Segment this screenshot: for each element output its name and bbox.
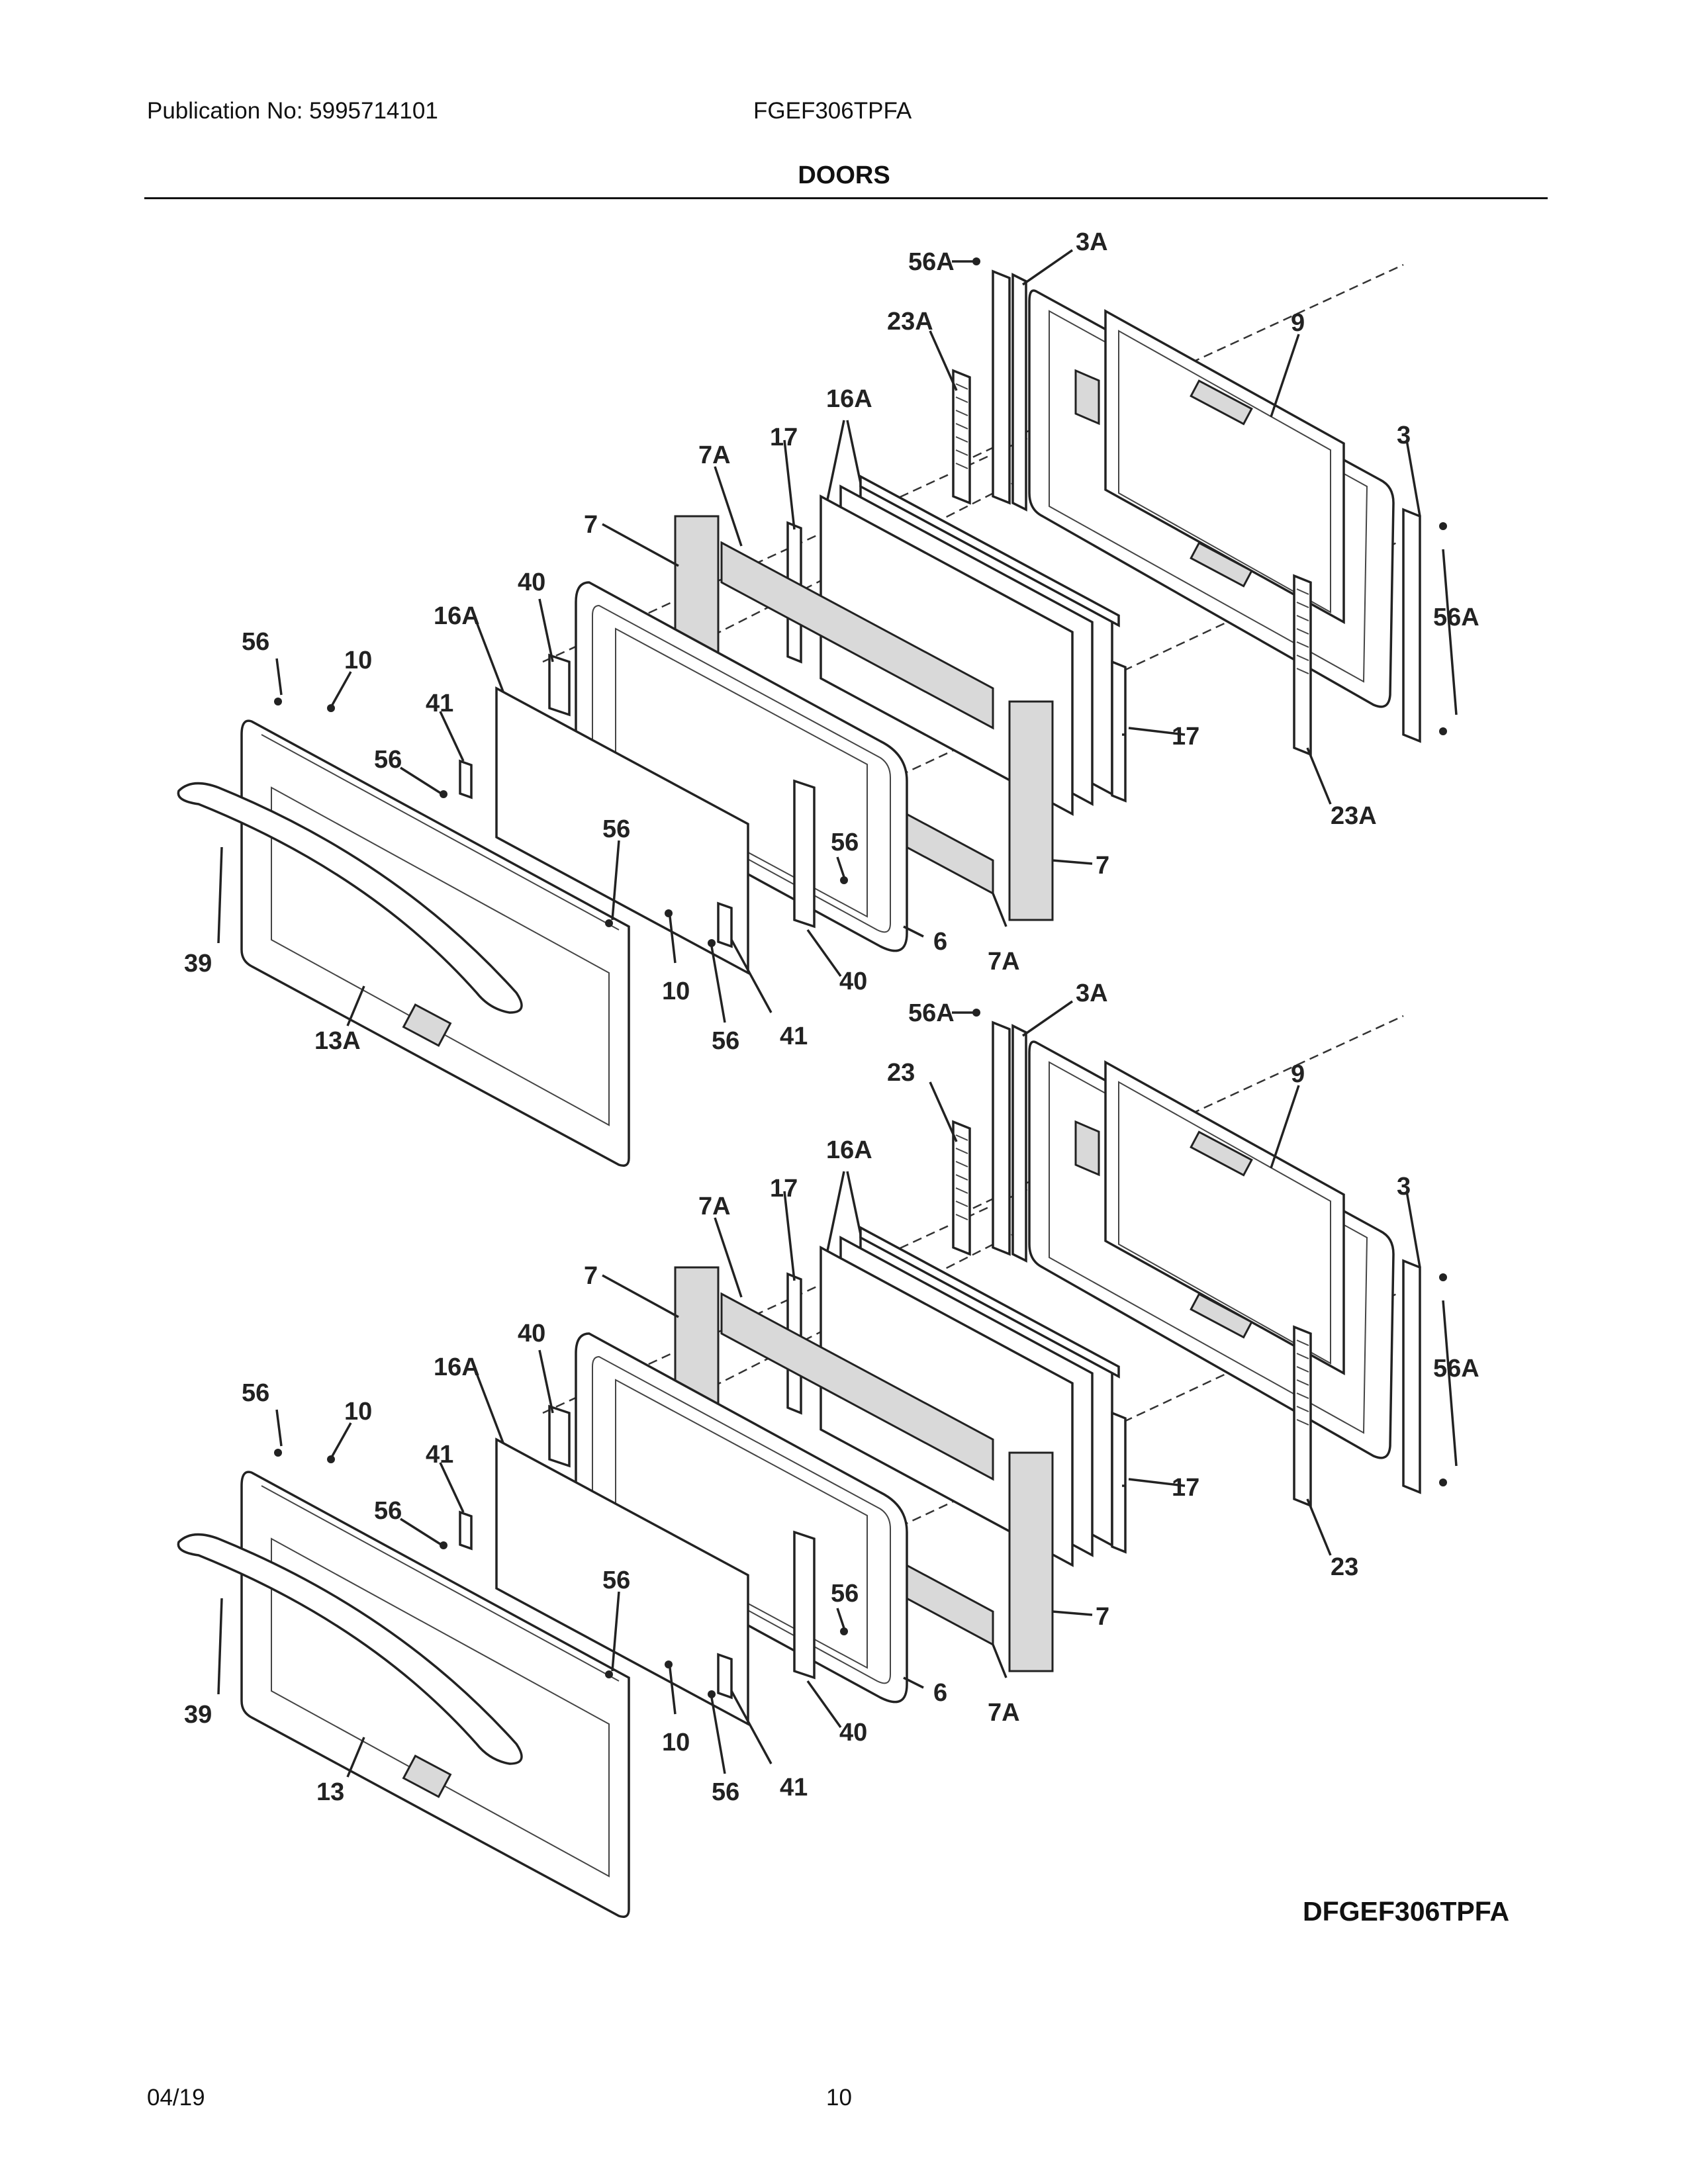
callout: 56A [908,999,955,1027]
callout: 23A [887,308,933,336]
callout: 17 [770,1175,798,1203]
callout: 7 [584,1262,598,1290]
callout: 56 [831,829,859,856]
callout: 23A [1331,802,1377,830]
callout: 3 [1397,422,1411,449]
callout: 56 [712,1778,739,1806]
callout: 7A [988,1699,1020,1727]
callout: 13 [316,1778,344,1806]
callout: 17 [1172,1474,1199,1502]
callout: 56 [242,1379,269,1407]
footer-date: 04/19 [147,2085,205,2111]
callout: 41 [780,1023,808,1050]
callout: 40 [839,968,867,995]
callout: 56A [1433,604,1479,631]
callout: 56 [831,1580,859,1608]
callout: 16A [434,1353,480,1381]
callout: 40 [839,1719,867,1747]
callout: 41 [426,690,453,717]
callout: 9 [1291,309,1305,337]
callout: 23 [887,1059,915,1087]
callout: 7 [1096,1603,1109,1631]
callout: 7 [1096,852,1109,880]
callout: 10 [662,978,690,1005]
callout: 7A [988,948,1020,976]
lower-callout-labels: 56A 3A 23 9 16A 7A 17 3 7 56A 40 16A 56 … [184,979,1479,1806]
callout: 10 [344,647,372,674]
callout: 6 [933,1679,947,1707]
callout: 16A [826,1136,872,1164]
callout: 56 [374,1497,402,1525]
callout: 6 [933,928,947,956]
callout: 56 [602,815,630,843]
callout: 7A [698,1193,731,1220]
callout: 16A [826,385,872,413]
callout: 16A [434,602,480,630]
callout: 3A [1076,228,1108,256]
callout: 41 [426,1441,453,1469]
callout: 56 [602,1567,630,1594]
callout: 7 [584,511,598,539]
callout: 56 [374,746,402,774]
callout: 40 [518,569,545,596]
callout: 39 [184,1701,212,1729]
page-number: 10 [826,2085,852,2111]
callout: 10 [344,1398,372,1426]
model-number: FGEF306TPFA [753,98,912,124]
callout: 56 [242,628,269,656]
callout: 41 [780,1774,808,1801]
callout: 56 [712,1027,739,1055]
callout: 17 [770,424,798,451]
callout: 56A [1433,1355,1479,1383]
callout: 13A [314,1027,361,1055]
publication-number: Publication No: 5995714101 [147,98,438,124]
upper-callout-labels: 56A 3A 23A 9 16A 7A 17 3 7 56A 40 16A 56… [184,228,1479,1055]
callout: 40 [518,1320,545,1347]
callout: 23 [1331,1553,1358,1581]
callout: 3 [1397,1173,1411,1201]
page-title: DOORS [798,161,890,189]
callout: 56A [908,248,955,276]
callout: 17 [1172,723,1199,751]
callout: 3A [1076,979,1108,1007]
header-rule [144,197,1548,199]
callout: 39 [184,950,212,978]
callout: 9 [1291,1060,1305,1088]
callout: 10 [662,1729,690,1756]
callout: 7A [698,441,731,469]
diagram-code: DFGEF306TPFA [1303,1896,1510,1927]
